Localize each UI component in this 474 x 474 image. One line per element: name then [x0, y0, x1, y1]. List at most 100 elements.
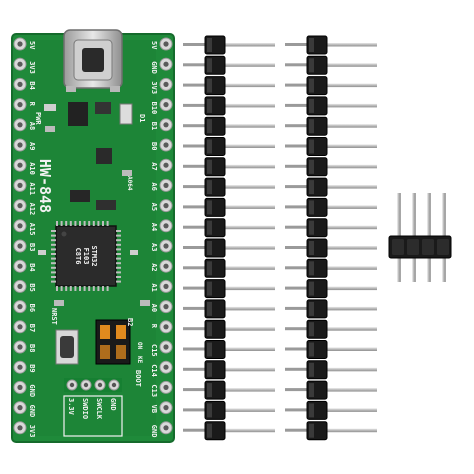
pin-pad: [159, 57, 173, 71]
dip-switch: ON KE: [95, 319, 143, 365]
header-pin: [285, 279, 377, 299]
header-pin: [183, 55, 275, 75]
right-pin-label: B1: [150, 122, 158, 130]
reset-button: [55, 329, 79, 365]
pin-pad: [159, 37, 173, 51]
left-pin-label: A11: [28, 182, 36, 195]
pin-pad: [13, 158, 27, 172]
left-pin-label: 3V3: [28, 425, 36, 438]
pin-pad: [159, 98, 173, 112]
header-pin: [183, 238, 275, 258]
pin-pad: [159, 320, 173, 334]
left-pin-label: A15: [28, 223, 36, 236]
right-pin-label: A1: [150, 283, 158, 291]
left-pin-label: B4: [28, 263, 36, 271]
header-pin: [183, 177, 275, 197]
header-pin: [285, 96, 377, 116]
pin-pad: [159, 178, 173, 192]
right-pin-label: GND: [150, 61, 158, 74]
header-pin: [183, 340, 275, 359]
pin-pad: [13, 421, 27, 435]
left-pin-label: R: [28, 102, 36, 107]
pin-pad: [13, 77, 27, 91]
right-pin-label: C13: [150, 384, 158, 397]
label-pwr: PWR: [34, 112, 42, 125]
pin-pad: [13, 300, 27, 314]
header-pin: [183, 400, 275, 420]
header-pin: [285, 218, 377, 238]
left-pin-label: A9: [28, 142, 36, 150]
header-pin: [285, 238, 377, 258]
swd-label: 3.3V: [67, 398, 75, 416]
pin-pad: [13, 219, 27, 233]
header-pin: [285, 319, 377, 339]
pin-pad: [159, 118, 173, 132]
left-pin-label: 5V: [28, 41, 36, 50]
pin-pad: [13, 259, 27, 273]
chip-text-line2: F103: [82, 248, 90, 265]
header-pin: [183, 137, 275, 156]
right-pin-label: 3V3: [150, 81, 158, 94]
pin-pad: [13, 340, 27, 354]
header-pin: [183, 35, 275, 55]
left-pin-label: GND: [28, 405, 36, 418]
header-pin: [285, 76, 377, 96]
header-pin: [285, 421, 377, 441]
right-pin-label: 5V: [150, 41, 158, 50]
pin-pad: [159, 259, 173, 273]
left-pin-label: B8: [28, 344, 36, 352]
pin-pad: [159, 380, 173, 394]
pin-pad: [13, 138, 27, 152]
pin-pad: [13, 380, 27, 394]
pin-pad: [159, 219, 173, 233]
header-pin: [285, 258, 377, 278]
left-pin-label: A10: [28, 162, 36, 175]
pin-pad: [13, 37, 27, 51]
header-pin: [183, 258, 275, 278]
left-pin-label: B6: [28, 304, 36, 312]
left-pin-label: B9: [28, 364, 36, 372]
left-pin-label: 3V3: [28, 61, 36, 74]
chip-text-line3: C8T6: [74, 248, 82, 265]
left-pin-label: B5: [28, 283, 36, 291]
left-pin-label: A8: [28, 122, 36, 130]
left-pin-label: B4: [28, 81, 36, 89]
header-pin: [183, 421, 275, 441]
pin-pad: [159, 401, 173, 415]
label-b2: B2: [126, 318, 134, 326]
header-pin: [183, 116, 275, 136]
header-pin: [285, 299, 377, 319]
right-pin-label: A7: [150, 162, 158, 170]
pin-pad: [13, 360, 27, 374]
left-pin-label: B7: [28, 324, 36, 332]
header-pin: [183, 279, 275, 299]
pcb-board: 5V3V3B4RA8A9A10A11A12A15B3B4B5B6B7B8B9GN…: [11, 29, 175, 443]
header-pin: [285, 380, 377, 400]
header-pin: [285, 35, 377, 55]
header-pin: [285, 197, 377, 217]
left-pin-label: B3: [28, 243, 36, 251]
pin-pad: [13, 57, 27, 71]
right-pin-label: B0: [150, 142, 158, 150]
header-pin: [183, 319, 275, 339]
pin-header-strip-left: [183, 35, 275, 441]
chip-text-line1: STM32: [90, 245, 98, 266]
right-pin-label: VB: [150, 405, 158, 413]
header-pin: [397, 193, 401, 282]
header-pin: [183, 76, 275, 96]
right-pin-label: C14: [150, 364, 158, 377]
pin-header-4pin: [388, 193, 452, 282]
pin-header-strip-right: [285, 35, 377, 441]
header-pin: [285, 340, 377, 359]
label-boot: BOOT: [134, 370, 142, 387]
right-pin-label: A3: [150, 243, 158, 251]
pin-pad: [159, 239, 173, 253]
swd-header: [63, 378, 123, 437]
right-pin-label: A2: [150, 263, 158, 271]
right-pin-label: C15: [150, 344, 158, 357]
right-pin-label: A5: [150, 203, 158, 211]
board-model-label: HW-848: [36, 159, 54, 213]
header-pin: [285, 157, 377, 177]
pin-pad: [13, 178, 27, 192]
right-pin-label: A6: [150, 182, 158, 190]
